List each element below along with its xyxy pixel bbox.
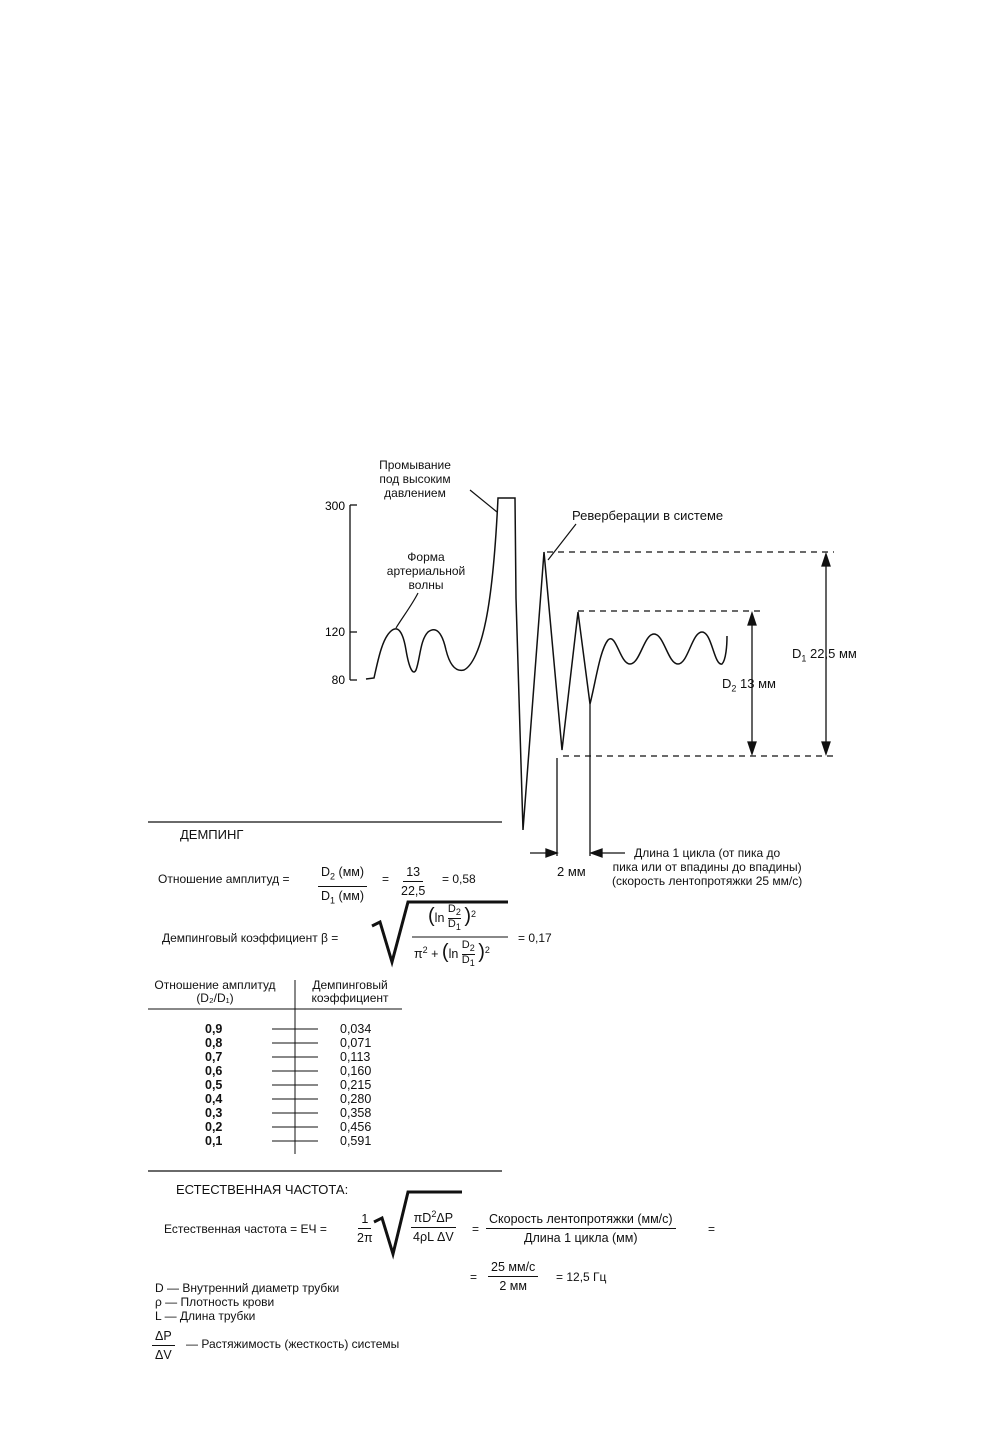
table-ticks [272, 1028, 318, 1142]
legend-l: L — Длина трубки [155, 1309, 256, 1323]
tick-300: 300 [325, 499, 345, 513]
frac1-den: 2π [357, 1231, 373, 1245]
legend-dp-dv: ΔP ΔV [152, 1328, 175, 1363]
sqrt-den: 4ρL ΔV [413, 1230, 454, 1245]
cycle-desc-line3: (скорость лентопротяжки 25 мм/с) [612, 874, 803, 888]
table-col1-line2: (D₂/D₁) [196, 991, 234, 1005]
table-row: 0,7 [205, 1050, 223, 1064]
table-col2-line2: коэффициент [311, 991, 389, 1005]
pressure-waveform [365, 497, 728, 831]
waveform-label-line3: волны [408, 578, 444, 592]
table-row: 0,160 [340, 1064, 372, 1078]
pressure-axis [349, 504, 357, 681]
table-col2-header: Демпинговый коэффициент [298, 979, 402, 1005]
frac1-num: 1 [358, 1211, 372, 1229]
frequency-result: = 12,5 Гц [556, 1270, 607, 1284]
measure-arrows [747, 551, 831, 757]
cycle-markers [530, 704, 625, 858]
reference-lines [547, 551, 834, 757]
flush-label-line3: давлением [384, 486, 446, 500]
ratio-num-unit: (мм) [338, 865, 365, 879]
legend-dp: ΔP [152, 1328, 175, 1346]
ratio-values-fraction: 13 22,5 [398, 864, 428, 899]
d1-label: D1 22,5 мм [792, 646, 857, 664]
ratio-den: D1 (мм) [321, 888, 365, 906]
sqrt-num: πD2ΔP [410, 1206, 457, 1229]
flush-label: Промывание под высоким давлением [360, 458, 470, 500]
cycle-desc-line1: Длина 1 цикла (от пика до [634, 846, 781, 860]
table-row: 0,5 [205, 1078, 223, 1092]
frequency-eq1: = [472, 1222, 480, 1236]
sqrt-fraction: πD2ΔP 4ρL ΔV [410, 1206, 457, 1245]
legend-compliance: — Растяжимость (жесткость) системы [186, 1337, 400, 1351]
table-row: 0,2 [205, 1120, 223, 1134]
table-row: 0,215 [340, 1078, 372, 1092]
table-coef-col: 0,034 0,071 0,113 0,160 0,215 0,280 0,35… [340, 1023, 371, 1149]
frequency-heading: ЕСТЕСТВЕННАЯ ЧАСТОТА: [176, 1182, 349, 1197]
table-row: 0,6 [205, 1064, 223, 1078]
table-row: 0,456 [340, 1120, 372, 1134]
ratio-den-unit: (мм) [338, 888, 365, 903]
sqrt-sign-damping [371, 900, 508, 968]
d1-value: 22,5 мм [810, 646, 857, 661]
val-den: 2 мм [499, 1279, 527, 1293]
ratio-equals: = [382, 872, 390, 886]
value-fraction: 25 мм/с 2 мм [488, 1259, 539, 1294]
flush-label-line2: под высоким [379, 472, 451, 486]
table-col1-header: Отношение амплитуд (D₂/D₁) [140, 979, 290, 1005]
speed-fraction: Скорость лентопротяжки (мм/с) Длина 1 ци… [486, 1211, 676, 1246]
ratio-num-val: 13 [403, 864, 424, 882]
cycle-length-label: 2 мм [557, 864, 586, 879]
table-row: 0,8 [205, 1036, 223, 1050]
val-num: 25 мм/с [488, 1259, 539, 1277]
table-col2-line1: Демпинговый [312, 978, 388, 992]
table-row: 0,1 [205, 1134, 223, 1148]
flush-label-line1: Промывание [379, 458, 451, 472]
ratio-result: = 0,58 [442, 872, 476, 886]
table-row: 0,113 [340, 1050, 371, 1064]
d2-value: 13 мм [740, 676, 776, 691]
waveform-label: Форма артериальной волны [370, 550, 482, 592]
table-row: 0,034 [340, 1022, 372, 1036]
leader-lines [395, 489, 577, 629]
tick-80: 80 [332, 673, 346, 687]
tick-120: 120 [325, 625, 345, 639]
frequency-label: Естественная частота = ЕЧ = [164, 1222, 327, 1236]
legend-dv: ΔV [155, 1348, 172, 1362]
reverb-label: Реверберации в системе [572, 508, 724, 523]
table-col1-line1: Отношение амплитуд [154, 978, 276, 992]
table-row: 0,280 [340, 1092, 372, 1106]
frequency-eq3: = [470, 1270, 478, 1284]
amplitude-ratio-label: Отношение амплитуд = [158, 872, 290, 886]
frequency-eq2: = [708, 1222, 716, 1236]
damping-coef-label: Демпинговый коэффициент β = [162, 931, 339, 945]
cycle-desc-line2: пика или от впадины до впадины) [612, 860, 802, 874]
cycle-desc: Длина 1 цикла (от пика до пика или от вп… [612, 846, 802, 888]
legend-rho: ρ — Плотность крови [155, 1295, 275, 1309]
waveform-label-line2: артериальной [386, 564, 466, 578]
damping-heading: ДЕМПИНГ [180, 827, 244, 842]
amplitude-ratio-fraction: D2 (мм) D1 (мм) [318, 864, 368, 908]
one-over-2pi: 1 2π [354, 1211, 376, 1246]
d2-label: D2 13 мм [722, 676, 776, 694]
table-row: 0,9 [205, 1022, 223, 1036]
speed-den: Длина 1 цикла (мм) [524, 1231, 638, 1245]
ratio-den-val: 22,5 [401, 884, 426, 898]
table-row: 0,071 [340, 1036, 372, 1050]
coef-result: = 0,17 [518, 931, 552, 945]
legend-d: D — Внутренний диаметр трубки [155, 1281, 340, 1295]
table-ratio-col: 0,9 0,8 0,7 0,6 0,5 0,4 0,3 0,2 0,1 [205, 1023, 222, 1149]
sqrt-sign-frequency [373, 1190, 462, 1260]
waveform-label-line1: Форма [407, 550, 445, 564]
ratio-num: D2 (мм) [318, 864, 368, 887]
table-row: 0,591 [340, 1134, 372, 1148]
table-row: 0,358 [340, 1106, 372, 1120]
speed-num: Скорость лентопротяжки (мм/с) [486, 1211, 676, 1229]
table-row: 0,4 [205, 1092, 223, 1106]
table-row: 0,3 [205, 1106, 223, 1120]
